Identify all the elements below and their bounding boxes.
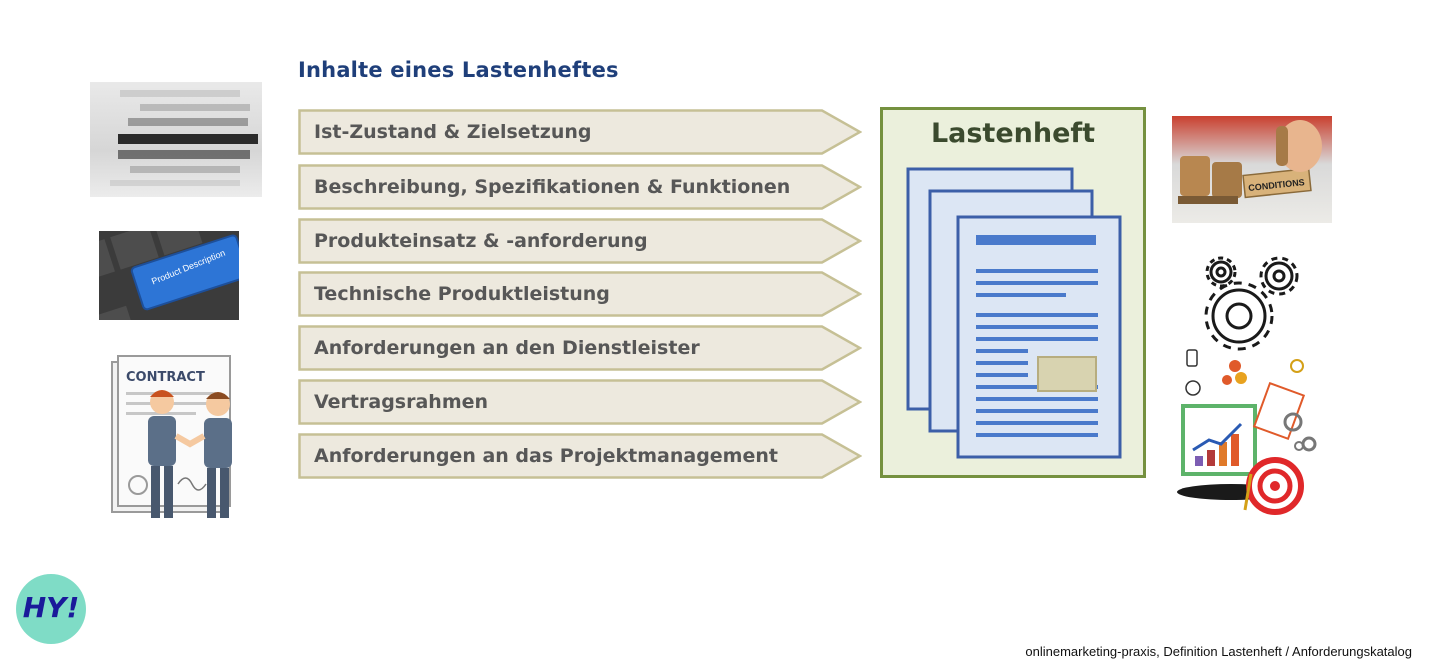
content-item-label: Anforderungen an den Dienstleister [314, 337, 700, 359]
conditions-stamp-image: CONDITIONS [1172, 116, 1332, 223]
content-item-4: Technische Produktleistung [298, 271, 862, 317]
arrow-shape [298, 271, 862, 317]
content-item-2: Beschreibung, Spezifikationen & Funktion… [298, 164, 862, 210]
source-citation: onlinemarketing-praxis, Definition Laste… [1025, 644, 1412, 659]
arrow-shape [298, 109, 862, 155]
contract-handshake-illustration: CONTRACT [106, 352, 246, 530]
hy-logo: HY! [16, 574, 86, 644]
arrow-shape [298, 218, 862, 264]
content-item-7: Anforderungen an das Projektmanagement [298, 433, 862, 479]
dictionary-description-image [90, 82, 262, 197]
arrow-shape [298, 433, 862, 479]
content-item-6: Vertragsrahmen [298, 379, 862, 425]
content-item-label: Produkteinsatz & -anforderung [314, 230, 648, 252]
arrow-shape [298, 379, 862, 425]
logo-text: HY! [22, 591, 80, 624]
content-item-label: Vertragsrahmen [314, 391, 489, 413]
content-item-label: Ist-Zustand & Zielsetzung [314, 121, 592, 143]
contract-label: CONTRACT [126, 370, 205, 385]
slide-title: Inhalte eines Lastenheftes [298, 58, 619, 82]
content-item-5: Anforderungen an den Dienstleister [298, 325, 862, 371]
arrow-shape [298, 325, 862, 371]
content-item-label: Beschreibung, Spezifikationen & Funktion… [314, 176, 791, 198]
keyboard-product-description-image: Product Description [99, 231, 239, 320]
strategy-gears-illustration [1175, 254, 1335, 518]
content-item-label: Technische Produktleistung [314, 283, 610, 305]
content-item-1: Ist-Zustand & Zielsetzung [298, 109, 862, 155]
content-item-3: Produkteinsatz & -anforderung [298, 218, 862, 264]
arrow-shape [298, 164, 862, 210]
lastenheft-title: Lastenheft [930, 118, 1096, 149]
content-item-label: Anforderungen an das Projektmanagement [314, 445, 778, 467]
document-stack-icon [906, 167, 1122, 459]
